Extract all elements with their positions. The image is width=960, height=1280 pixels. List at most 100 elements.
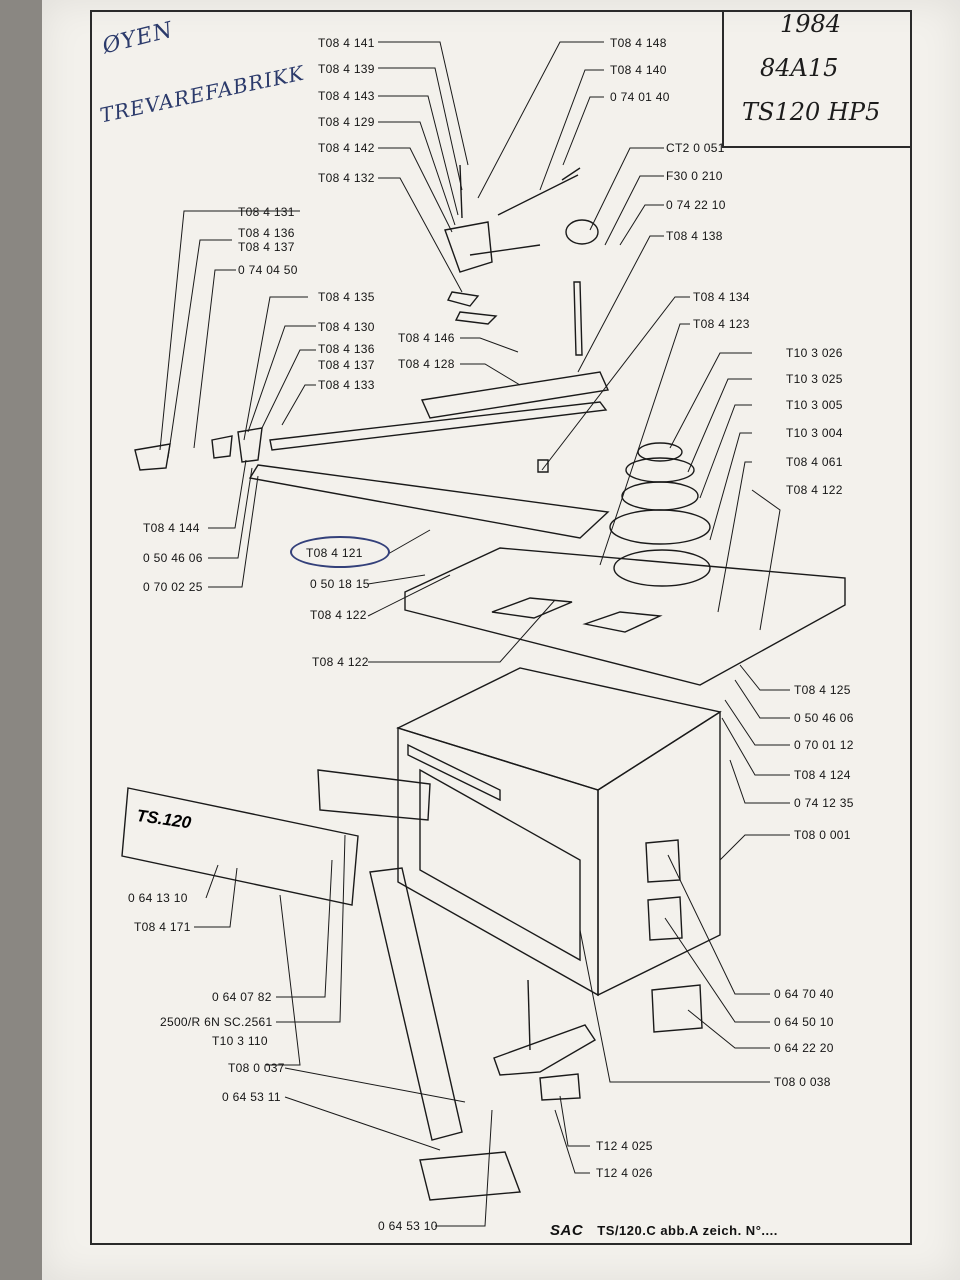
leader-line — [208, 467, 253, 559]
clamp-rod — [497, 174, 579, 216]
part-label: 0 50 46 06 — [794, 711, 854, 725]
control-panel — [121, 787, 359, 906]
leader-line — [619, 204, 664, 246]
part-label: 0 64 22 20 — [774, 1041, 834, 1055]
leader-line — [717, 461, 752, 613]
side-cover — [369, 867, 463, 1141]
clamp-body — [444, 221, 493, 273]
part-label: T08 4 129 — [318, 115, 375, 129]
leader-line — [664, 917, 770, 1023]
part-label: 0 70 01 12 — [794, 738, 854, 752]
leader-line — [554, 1109, 590, 1174]
part-label: 0 74 01 40 — [610, 90, 670, 104]
leader-line — [378, 121, 456, 226]
leader-line — [589, 147, 664, 231]
leader-line — [378, 147, 453, 233]
part-label: T08 4 124 — [794, 768, 851, 782]
part-label: T10 3 004 — [786, 426, 843, 440]
leader-line — [378, 177, 463, 293]
leader-line — [368, 599, 556, 663]
highlight-circle — [290, 536, 390, 568]
leader-line — [266, 894, 301, 1066]
ring — [621, 481, 699, 511]
cabinet-top — [396, 667, 722, 791]
part-label: 0 64 13 10 — [128, 891, 188, 905]
leader-line — [284, 1067, 466, 1103]
leader-line — [243, 296, 308, 441]
part-label: 0 74 04 50 — [238, 263, 298, 277]
part-label: T08 4 061 — [786, 455, 843, 469]
clamp-plate — [454, 311, 498, 325]
leader-line — [729, 759, 790, 804]
part-label: T08 4 143 — [318, 89, 375, 103]
switch-box — [647, 896, 683, 941]
leader-line — [477, 41, 604, 199]
bracket-rod — [527, 979, 531, 1051]
part-label: T12 4 026 — [596, 1166, 653, 1180]
part-label: T08 4 123 — [693, 317, 750, 331]
leader-line — [734, 679, 790, 719]
part-label: T10 3 110 — [212, 1034, 268, 1048]
pin — [573, 281, 583, 356]
fence-extension — [248, 464, 610, 539]
part-label: F30 0 210 — [666, 169, 723, 183]
leader-line — [281, 384, 316, 426]
leader-line — [559, 1095, 590, 1147]
fence-rail — [269, 401, 608, 451]
drawing-title-block: SAC TS/120.C abb.A zeich. N°.... — [550, 1222, 778, 1239]
brand-logo: SAC — [550, 1222, 584, 1239]
leader-line — [378, 41, 469, 166]
switch-box — [651, 984, 703, 1033]
part-label: T08 4 122 — [310, 608, 367, 622]
leader-line — [667, 854, 770, 995]
part-label: 0 50 18 15 — [310, 577, 370, 591]
leader-line — [167, 239, 232, 459]
leader-line — [577, 235, 664, 373]
ring — [637, 442, 683, 462]
fence-block — [420, 371, 610, 419]
leader-line — [724, 699, 790, 746]
part-label: T08 4 128 — [398, 357, 455, 371]
part-label: T12 4 025 — [596, 1139, 653, 1153]
leader-line — [460, 337, 519, 353]
leader-line — [687, 378, 752, 473]
part-label: 0 64 07 82 — [212, 990, 272, 1004]
part-label: T08 4 134 — [693, 290, 750, 304]
part-label: T08 4 140 — [610, 63, 667, 77]
leader-line — [460, 363, 521, 386]
leader-line — [276, 834, 346, 1023]
leader-line — [709, 432, 752, 541]
part-label: T08 4 125 — [794, 683, 851, 697]
base-bracket — [419, 1151, 521, 1201]
part-label-circled: T08 4 121 — [306, 546, 363, 560]
part-label: T08 4 137 — [238, 240, 295, 254]
part-label: 0 74 22 10 — [666, 198, 726, 212]
part-label: T08 4 136 — [318, 342, 375, 356]
part-label: T10 3 025 — [786, 372, 843, 386]
table-plate — [404, 547, 846, 686]
part-label: T10 3 026 — [786, 346, 843, 360]
part-label: T08 0 001 — [794, 828, 851, 842]
leader-line — [378, 67, 463, 191]
part-label: T08 4 122 — [312, 655, 369, 669]
knob-left — [134, 443, 171, 471]
table-slot — [491, 597, 573, 619]
part-label: T08 4 131 — [238, 205, 295, 219]
leader-line — [719, 834, 790, 861]
part-label: T08 0 037 — [228, 1061, 285, 1075]
leader-line — [739, 664, 790, 691]
drawing-frame — [90, 10, 912, 1245]
cabinet-side — [597, 710, 721, 997]
clamp-plate — [446, 291, 480, 307]
part-label: 0 64 70 40 — [774, 987, 834, 1001]
part-label: T08 0 038 — [774, 1075, 831, 1089]
serial-handwritten: 84A15 — [760, 54, 839, 82]
leader-line — [599, 323, 690, 566]
part-label: 2500/R 6N SC.2561 — [160, 1015, 273, 1029]
clamp-spring — [561, 167, 581, 181]
leader-line — [367, 574, 426, 585]
year-handwritten: 1984 — [780, 10, 842, 38]
part-label: 0 64 53 11 — [222, 1090, 281, 1104]
limit-switch — [539, 1073, 581, 1101]
